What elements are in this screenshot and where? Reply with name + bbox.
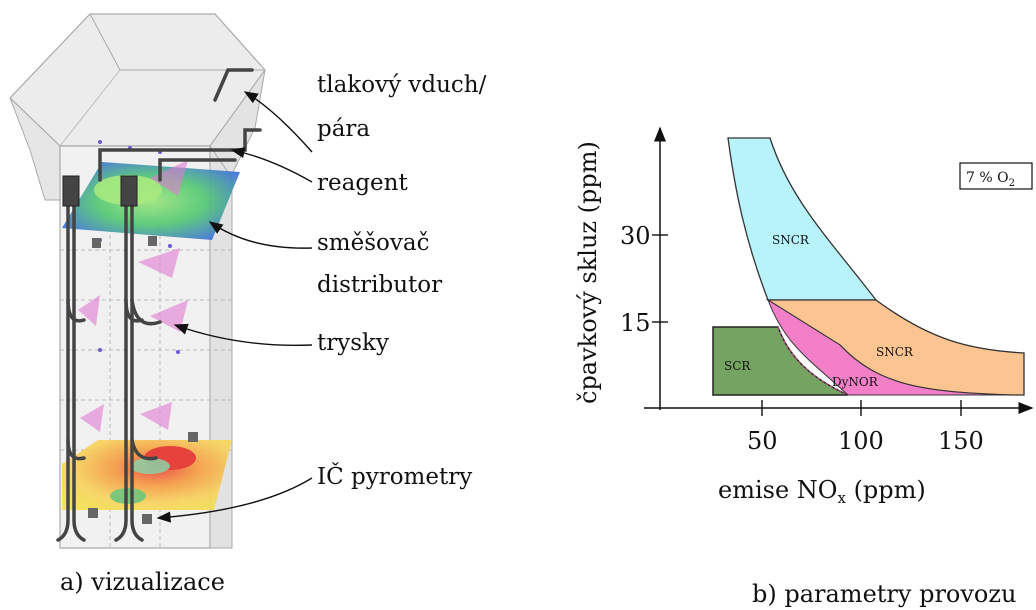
region-sncr-blue [727,137,878,301]
y-axis-label: čpavkový skluz (ppm) [574,141,602,404]
label-steam: pára [317,116,370,142]
x-tick-100: 100 [838,427,884,455]
caption-visualization: a) vizualizace [60,568,225,596]
label-ir-pyrometers: IČ pyrometry [317,463,472,490]
o2-box [959,162,1033,190]
x-axis-label: emise NOx (ppm) [718,476,926,507]
label-mixer: směšovač [317,230,429,256]
x-tick-150: 150 [938,427,984,455]
region-label-dynor: DyNOR [832,375,879,389]
region-label-sncr-blue: SNCR [772,233,810,247]
temperature-plane-bottom [62,440,232,510]
label-pressurized-air: tlakový vduch/ [317,72,487,98]
y-tick-30: 30 [620,222,651,250]
label-nozzles: trysky [317,330,389,356]
operating-parameters-chart: SNCR SNCR DyNOR SCR 30 15 50 100 150 čpa… [574,126,1034,507]
mixer-boxes [62,175,198,524]
label-reagent: reagent [317,170,408,196]
x-tick-50: 50 [747,427,778,455]
region-label-scr: SCR [724,359,751,373]
region-label-sncr-orange: SNCR [876,345,914,359]
y-tick-15: 15 [620,309,651,337]
region-dynor [767,298,1013,396]
o2-box-label: 7 % O2 [966,170,1015,189]
label-distributor: distributor [317,272,442,298]
caption-operating-parameters: b) parametry provozu [752,580,1016,608]
boiler-visualization [9,13,266,549]
